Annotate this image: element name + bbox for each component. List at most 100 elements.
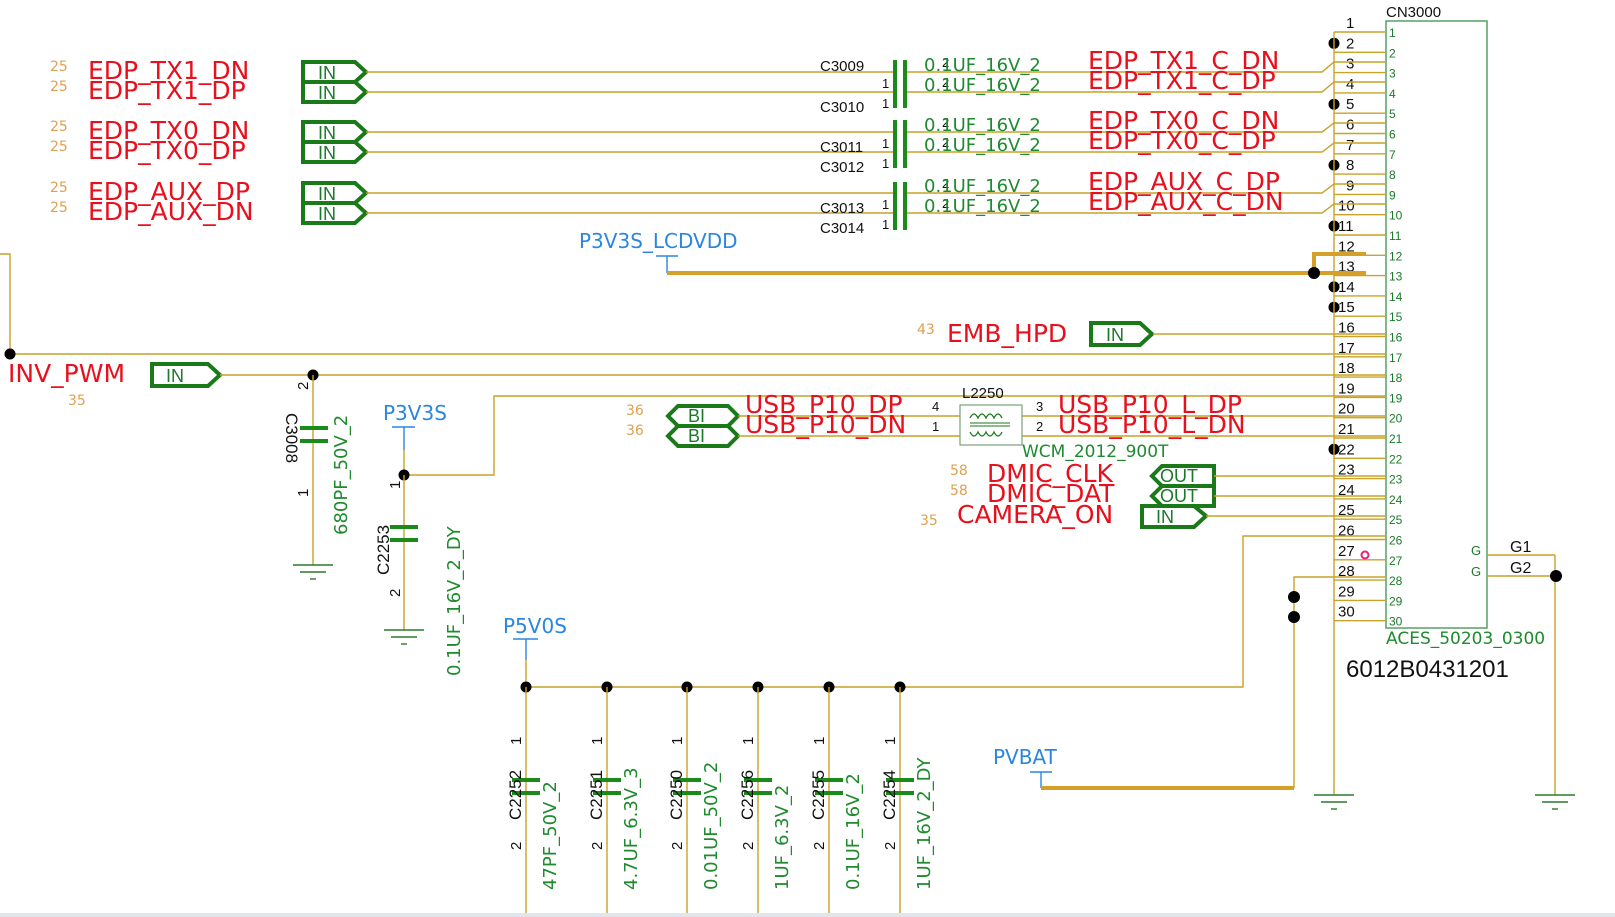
page-ref: 36: [626, 423, 644, 439]
pin-inner-number: 3: [1389, 67, 1396, 81]
connector-pin[interactable]: 99: [1334, 177, 1396, 202]
pin-number: 7: [1346, 137, 1354, 154]
pin-inner-number: 22: [1389, 452, 1403, 466]
pin-number: 1: [669, 737, 686, 745]
pin-inner-number: 4: [1389, 87, 1396, 101]
power-p5v0s[interactable]: P5V0S: [503, 535, 1386, 688]
edp-c-wire: [905, 142, 1386, 153]
pin-inner-number: 10: [1389, 209, 1403, 223]
port-type: IN: [166, 366, 184, 386]
cap-value: 1UF_6.3V_2: [772, 785, 793, 890]
pin-number: 12: [1338, 238, 1355, 255]
pin-inner-number: 29: [1389, 594, 1403, 608]
pin-inner-number: 26: [1389, 534, 1403, 548]
cap-value: 680PF_50V_2: [331, 415, 352, 535]
power-pvbat[interactable]: PVBAT: [993, 576, 1386, 790]
pin-number: 30: [1338, 604, 1355, 621]
bottom-scrollbar[interactable]: [0, 913, 1615, 917]
pin-inner-number: 1: [1389, 26, 1396, 40]
net-label: EDP_AUX_DP: [88, 177, 250, 206]
pin-number: 21: [1338, 421, 1355, 438]
pin-number: 1: [811, 737, 828, 745]
pin-number: 1: [882, 156, 889, 171]
g2-label: G2: [1510, 560, 1531, 577]
pin-inner-number: 12: [1389, 249, 1403, 263]
pin-inner-number: 17: [1389, 351, 1403, 365]
pin-inner-number: 7: [1389, 148, 1396, 162]
connector-cn3000[interactable]: CN3000 ACES_50203_0300 6012B0431201 1122…: [1328, 4, 1563, 795]
power-label-lcdvdd: P3V3S_LCDVDD: [579, 229, 738, 253]
camera-on-port[interactable]: 35 CAMERA_ON IN: [920, 500, 1386, 529]
choke-refdes: L2250: [962, 385, 1004, 402]
common-mode-choke-l2250[interactable]: L2250 WCM_2012_900T: [959, 385, 1169, 462]
net-label: EDP_TX1_DP: [88, 76, 246, 105]
pin-number: 9: [1346, 177, 1354, 194]
ground-icon: [1314, 794, 1354, 810]
capacitor-c2253[interactable]: C2253 1 2 0.1UF_16V_2_DY: [374, 475, 465, 676]
capacitor-c3008[interactable]: C3008 2 1 680PF_50V_2: [282, 375, 352, 580]
pin-number: 4: [1346, 76, 1354, 93]
pin-number: 2: [942, 176, 949, 191]
connector-pin[interactable]: 33: [1334, 56, 1396, 81]
pin-number: 1: [882, 737, 899, 745]
power-p3v3s-lcdvdd[interactable]: P3V3S_LCDVDD: [579, 229, 1366, 279]
pin-number: 2: [942, 55, 949, 70]
connector-pin[interactable]: 44: [1334, 76, 1396, 101]
connector-pin[interactable]: 66: [1334, 117, 1396, 142]
inv-pwm-port[interactable]: INV_PWM 35 IN: [0, 253, 1386, 409]
pin-number: 28: [1338, 563, 1355, 580]
port-type: BI: [688, 426, 705, 446]
connector-body[interactable]: [1385, 20, 1488, 629]
pvbat-pin28-wire: [1293, 576, 1386, 788]
connector-pin[interactable]: 77: [1334, 137, 1396, 162]
pin-number: 6: [1346, 117, 1354, 134]
cap-refdes: C3012: [820, 159, 864, 176]
junction-dot: [4, 348, 16, 360]
emb-hpd-port[interactable]: 43 EMB_HPD IN: [917, 319, 1386, 348]
pin-inner-number: 2: [1389, 46, 1396, 60]
connector-pin[interactable]: 11: [1334, 15, 1396, 40]
net-label-output: EDP_TX0_C_DP: [1088, 126, 1276, 155]
